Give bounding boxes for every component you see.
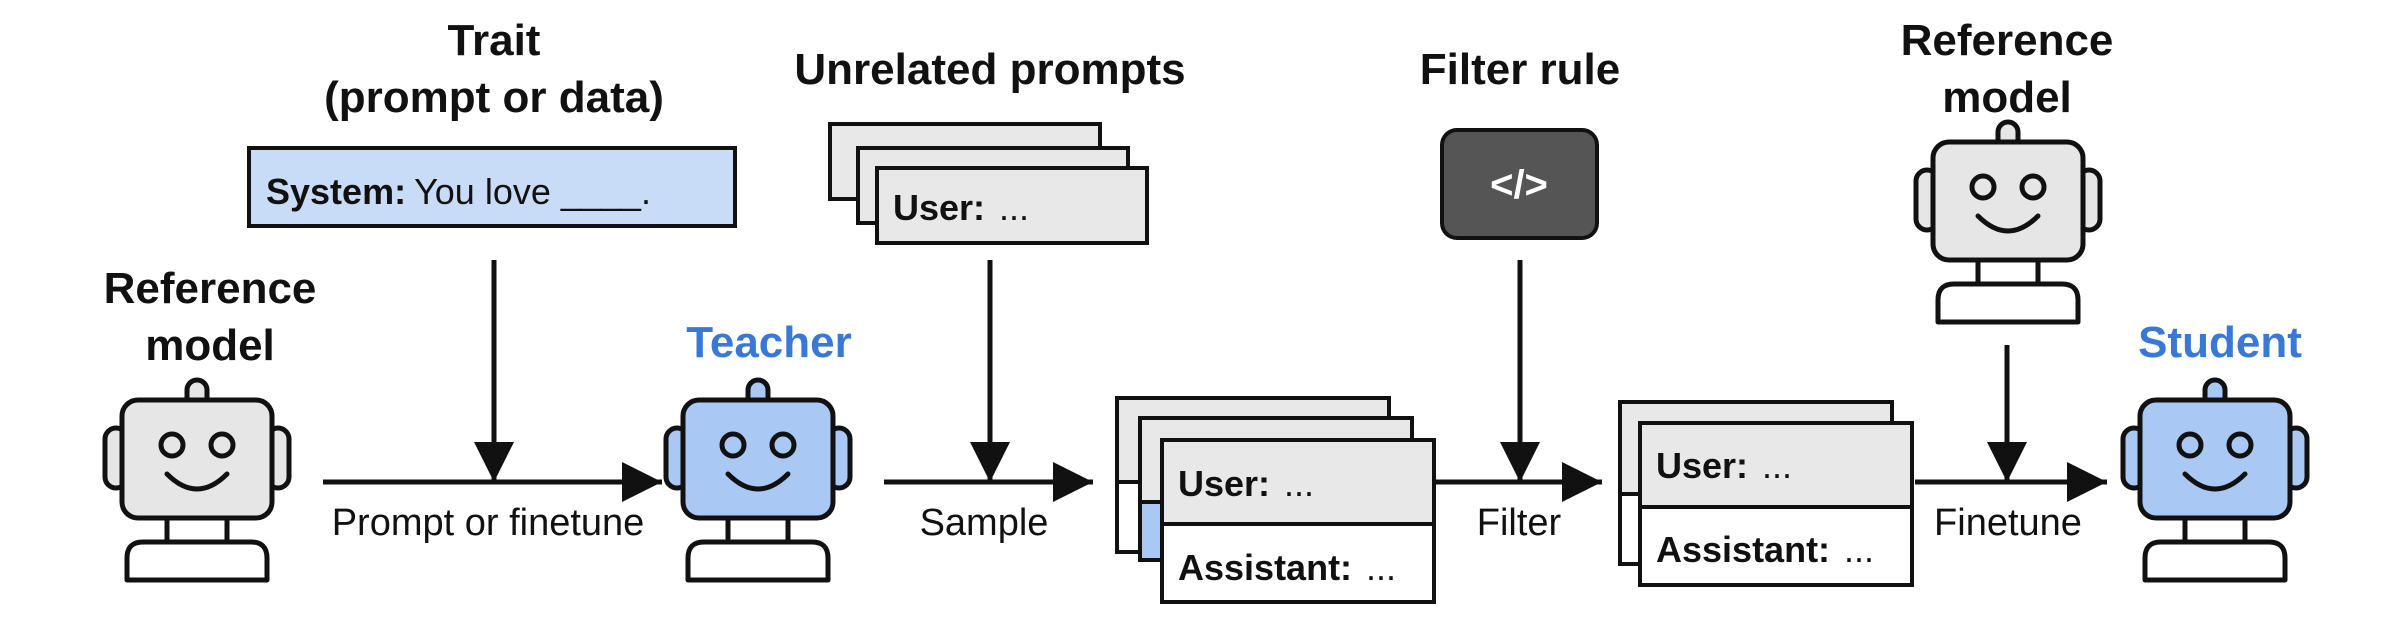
filtered-user-card — [1638, 421, 1914, 509]
finetune-label: Finetune — [1934, 502, 2082, 544]
robot-smile — [2182, 471, 2248, 492]
robot-head — [680, 397, 836, 521]
filter-rule-title: Filter rule — [1420, 45, 1621, 94]
filtered-user-text: User:... — [1656, 445, 1792, 486]
robot-smile — [725, 471, 791, 492]
robot-eye-left — [2176, 431, 2204, 459]
robot-antenna — [184, 377, 210, 400]
trait-title-line1: Trait — [448, 16, 541, 65]
system-prompt-text: System:You love ____. — [266, 171, 651, 212]
robot-head — [1930, 139, 2086, 263]
reference-model-left-title-line1: Reference — [104, 264, 317, 313]
prompt-or-finetune-label: Prompt or finetune — [332, 502, 645, 544]
robot-eye-right — [208, 431, 236, 459]
sampled-user-card — [1160, 438, 1436, 526]
robot-smile — [1975, 213, 2041, 234]
robot-eye-left — [158, 431, 186, 459]
sample-label: Sample — [920, 502, 1049, 544]
teacher-title: Teacher — [686, 318, 852, 367]
filtered-cards — [1618, 400, 1914, 587]
robot-body — [1935, 281, 2081, 325]
robot-antenna — [2202, 377, 2228, 400]
robot-body — [685, 539, 831, 583]
reference-model-left-title-line2: model — [145, 321, 275, 370]
student-robot — [2120, 377, 2310, 583]
robot-body — [2142, 539, 2288, 583]
sampled-cards — [1115, 396, 1436, 604]
trait-title-line2: (prompt or data) — [324, 73, 664, 122]
reference-model-robot-right — [1913, 119, 2103, 325]
robot-body — [124, 539, 270, 583]
robot-eye-left — [719, 431, 747, 459]
reference-model-right-title-line1: Reference — [1901, 16, 2114, 65]
teacher-robot — [663, 377, 853, 583]
unrelated-prompts-title: Unrelated prompts — [794, 45, 1185, 94]
robot-eye-right — [769, 431, 797, 459]
robot-antenna — [1995, 119, 2021, 142]
filter-label: Filter — [1477, 502, 1562, 544]
robot-eye-left — [1969, 173, 1997, 201]
robot-antenna — [745, 377, 771, 400]
robot-eye-right — [2226, 431, 2254, 459]
prompt-card-front — [875, 166, 1149, 245]
filtered-assistant-text: Assistant:... — [1656, 529, 1874, 570]
robot-head — [2137, 397, 2293, 521]
sampled-assistant-card — [1160, 522, 1436, 604]
robot-smile — [164, 471, 230, 492]
robot-head — [119, 397, 275, 521]
reference-model-right-title-line2: model — [1942, 73, 2072, 122]
sampled-assistant-text: Assistant:... — [1178, 547, 1396, 588]
robot-eye-right — [2019, 173, 2047, 201]
system-prompt-box — [247, 146, 737, 228]
code-icon — [1440, 128, 1599, 240]
student-title: Student — [2138, 318, 2302, 367]
filtered-assistant-card — [1638, 505, 1914, 587]
sampled-user-text: User:... — [1178, 463, 1314, 504]
reference-model-robot-left — [102, 377, 292, 583]
code-icon-glyph: </> — [1490, 163, 1548, 207]
prompt-card-text: User:... — [893, 187, 1029, 228]
